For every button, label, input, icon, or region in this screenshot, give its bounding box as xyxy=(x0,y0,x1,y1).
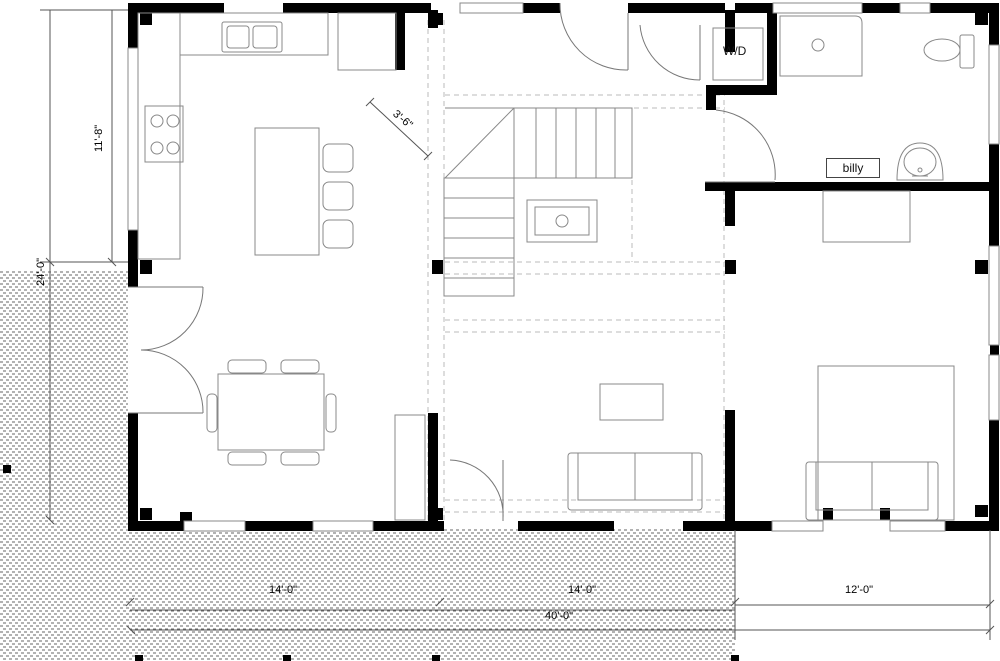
deck-posts xyxy=(3,465,739,661)
bay-left-dimension: 14'-0" xyxy=(269,584,298,596)
bay-middle-dimension: 14'-0" xyxy=(568,584,597,596)
bedroom-furniture xyxy=(805,190,955,521)
doors xyxy=(128,2,776,521)
walls xyxy=(128,3,999,531)
kitchen-fixtures xyxy=(137,12,426,521)
windows xyxy=(127,2,1000,532)
overall-width-dimension: 40'-0" xyxy=(545,610,574,622)
overall-depth-dimension: 24'-0" xyxy=(35,257,47,286)
bay-right-dimension: 12'-0" xyxy=(845,584,874,596)
bath-tag-label: billy xyxy=(826,158,880,178)
bathroom-fixtures xyxy=(712,15,975,181)
stairs xyxy=(443,107,633,297)
dining-set xyxy=(206,359,337,466)
living-furniture xyxy=(567,383,703,511)
washer-dryer-label: W/D xyxy=(723,44,747,58)
floor-joist-lines xyxy=(427,20,725,520)
kitchen-depth-dimension: 11'-8" xyxy=(93,124,105,152)
deck xyxy=(0,270,735,661)
dimension-lines xyxy=(40,9,995,640)
